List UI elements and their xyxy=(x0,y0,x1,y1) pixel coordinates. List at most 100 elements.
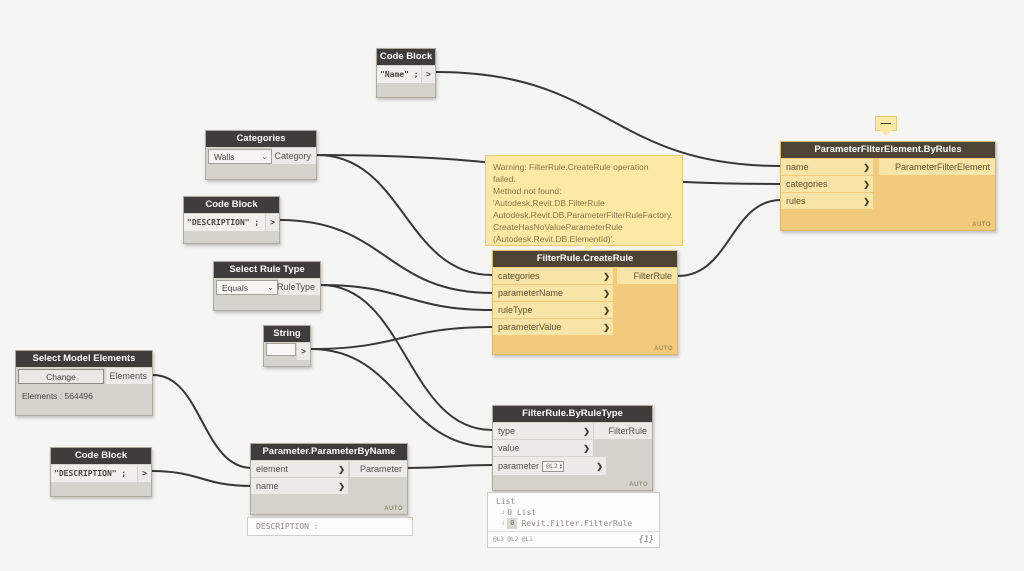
node-title[interactable]: FilterRule.CreateRule xyxy=(493,251,677,267)
port-chevron-icon: ❯ xyxy=(338,481,345,491)
input-port-rules[interactable]: rules ❯ xyxy=(781,193,873,209)
input-port-label: name xyxy=(256,481,279,491)
wire-ruletype-to-createrule[interactable] xyxy=(320,284,493,311)
input-port-name[interactable]: name ❯ xyxy=(781,159,873,175)
node-code-block-description-top[interactable]: Code Block "DESCRIPTION" ; > xyxy=(183,196,280,244)
parameter-preview-bubble[interactable]: DESCRIPTION : xyxy=(247,517,413,536)
node-title[interactable]: Parameter.ParameterByName xyxy=(251,444,407,460)
code-block-expression[interactable]: "DESCRIPTION" ; xyxy=(184,214,265,231)
output-port[interactable]: > xyxy=(266,214,279,231)
output-port-parameterfilterelement[interactable]: ParameterFilterElement xyxy=(879,159,995,175)
lacing-indicator[interactable]: AUTO xyxy=(629,482,648,488)
wire-filterrule-to-rules[interactable] xyxy=(677,199,782,277)
node-code-block-name[interactable]: Code Block "Name" ; > xyxy=(376,48,436,98)
node-title[interactable]: Select Model Elements xyxy=(16,351,152,367)
input-port-categories[interactable]: categories ❯ xyxy=(781,176,873,192)
input-port-parametername[interactable]: parameterName ❯ xyxy=(493,285,613,301)
input-port-name[interactable]: name ❯ xyxy=(251,478,348,494)
node-filterrule-createrule[interactable]: FilterRule.CreateRule categories ❯ param… xyxy=(492,250,678,355)
port-chevron-icon: ❯ xyxy=(338,464,345,474)
wire-name-to-byrules[interactable] xyxy=(435,71,782,167)
list-expand-arrow-icon[interactable]: ↓ xyxy=(501,519,506,527)
wire-category-to-createrule[interactable] xyxy=(316,154,493,276)
node-select-model-elements[interactable]: Select Model Elements Change Elements El… xyxy=(15,350,153,416)
wire-description-to-name[interactable] xyxy=(150,470,253,487)
node-title[interactable]: String xyxy=(264,326,310,342)
port-chevron-icon: ❯ xyxy=(603,271,610,281)
wire-string-to-parametervalue[interactable] xyxy=(310,326,493,350)
chevron-down-icon: ⌄ xyxy=(267,283,274,292)
port-chevron-icon: ❯ xyxy=(603,322,610,332)
code-block-expression[interactable]: "Name" ; xyxy=(377,66,421,83)
input-port-label: element xyxy=(256,464,289,474)
warning-bubble-tail-icon xyxy=(880,130,892,136)
node-title[interactable]: Categories xyxy=(206,131,316,147)
input-port-element[interactable]: element ❯ xyxy=(251,461,348,477)
node-title[interactable]: Code Block xyxy=(184,197,279,213)
output-port-label: RuleType xyxy=(276,282,315,292)
selection-summary: Elements : 564496 xyxy=(22,391,93,401)
node-parameterfilterelement-byrules[interactable]: ParameterFilterElement.ByRules name ❯ ca… xyxy=(780,141,996,231)
lacing-indicator[interactable]: AUTO xyxy=(972,222,991,228)
node-title[interactable]: ParameterFilterElement.ByRules xyxy=(781,142,995,158)
node-title[interactable]: Code Block xyxy=(377,49,435,65)
input-port-label: ruleType xyxy=(498,305,533,315)
output-port-label: FilterRule xyxy=(608,426,647,436)
node-select-rule-type[interactable]: Select Rule Type Equals ⌄ RuleType xyxy=(213,261,321,311)
wire-description-to-parametername[interactable] xyxy=(279,219,493,294)
list-count-badge: {1} xyxy=(638,534,654,545)
warning-bubble[interactable]: Warning: FilterRule.CreateRule operation… xyxy=(485,155,683,251)
input-port-parameter[interactable]: parameter @L2 ▴ ▾ ❯ xyxy=(493,457,606,475)
input-port-parametervalue[interactable]: parameterValue ❯ xyxy=(493,319,613,335)
port-chevron-icon: ❯ xyxy=(863,196,870,206)
lacing-indicator[interactable]: AUTO xyxy=(384,506,403,512)
list-expand-arrow-icon[interactable]: ↓ xyxy=(501,508,506,516)
node-parameter-parameterbyname[interactable]: Parameter.ParameterByName element ❯ name… xyxy=(250,443,408,515)
node-filterrule-byruletype[interactable]: FilterRule.ByRuleType type ❯ value ❯ par… xyxy=(492,405,653,491)
input-port-label: type xyxy=(498,426,516,436)
output-port-filterrule[interactable]: FilterRule xyxy=(594,423,652,439)
node-title[interactable]: Code Block xyxy=(51,448,151,464)
list-preview-bubble[interactable]: List ↓ 0 List ↓ 0 Revit.Filter.FilterRul… xyxy=(487,492,660,548)
dropdown-value: Walls xyxy=(214,151,235,162)
node-categories[interactable]: Categories Walls ⌄ Category xyxy=(205,130,317,180)
output-port-parameter[interactable]: Parameter xyxy=(350,461,407,477)
input-port-value[interactable]: value ❯ xyxy=(493,440,593,456)
node-code-block-description-bottom[interactable]: Code Block "DESCRIPTION" ; > xyxy=(50,447,152,497)
input-port-label: parameter xyxy=(498,461,540,471)
output-port-elements[interactable]: Elements xyxy=(106,368,152,384)
output-port-filterrule[interactable]: FilterRule xyxy=(617,268,677,284)
node-title[interactable]: FilterRule.ByRuleType xyxy=(493,406,652,422)
collapsed-warning-bubble[interactable]: — xyxy=(875,116,897,136)
wire-ruletype-to-byruletype[interactable] xyxy=(320,284,493,431)
string-input[interactable] xyxy=(266,343,296,356)
input-port-label: parameterName xyxy=(498,288,564,298)
change-button[interactable]: Change xyxy=(18,369,104,384)
preview-value-text: DESCRIPTION : xyxy=(256,522,319,531)
output-port-category[interactable]: Category xyxy=(272,148,316,164)
rule-type-dropdown[interactable]: Equals ⌄ xyxy=(216,280,278,295)
list-levels-label: @L3 @L2 @L1 xyxy=(493,536,533,543)
stepper-arrows-icon[interactable]: ▴ ▾ xyxy=(559,461,563,470)
warning-line: failed. xyxy=(493,174,516,184)
port-chevron-icon: ❯ xyxy=(583,426,590,436)
code-block-expression[interactable]: "DESCRIPTION" ; xyxy=(51,465,137,482)
input-port-categories[interactable]: categories ❯ xyxy=(493,268,613,284)
input-port-ruletype[interactable]: ruleType ❯ xyxy=(493,302,613,318)
output-port-ruletype[interactable]: RuleType xyxy=(276,279,320,295)
lacing-indicator[interactable]: AUTO xyxy=(654,346,673,352)
port-chevron-icon: ❯ xyxy=(863,179,870,189)
list-level-stepper[interactable]: @L2 ▴ ▾ xyxy=(542,460,565,472)
wire-parameter-to-byruletype[interactable] xyxy=(406,464,493,469)
wire-string-to-value[interactable] xyxy=(310,348,493,448)
output-port[interactable]: > xyxy=(422,66,435,83)
output-port[interactable]: > xyxy=(138,465,151,482)
output-port[interactable]: > xyxy=(297,343,310,360)
input-port-type[interactable]: type ❯ xyxy=(493,423,593,439)
wire-elements-to-element[interactable] xyxy=(152,374,253,469)
node-string[interactable]: String > xyxy=(263,325,311,367)
list-item-index: 0 xyxy=(507,518,518,529)
node-title[interactable]: Select Rule Type xyxy=(214,262,320,278)
categories-dropdown[interactable]: Walls ⌄ xyxy=(208,149,272,164)
